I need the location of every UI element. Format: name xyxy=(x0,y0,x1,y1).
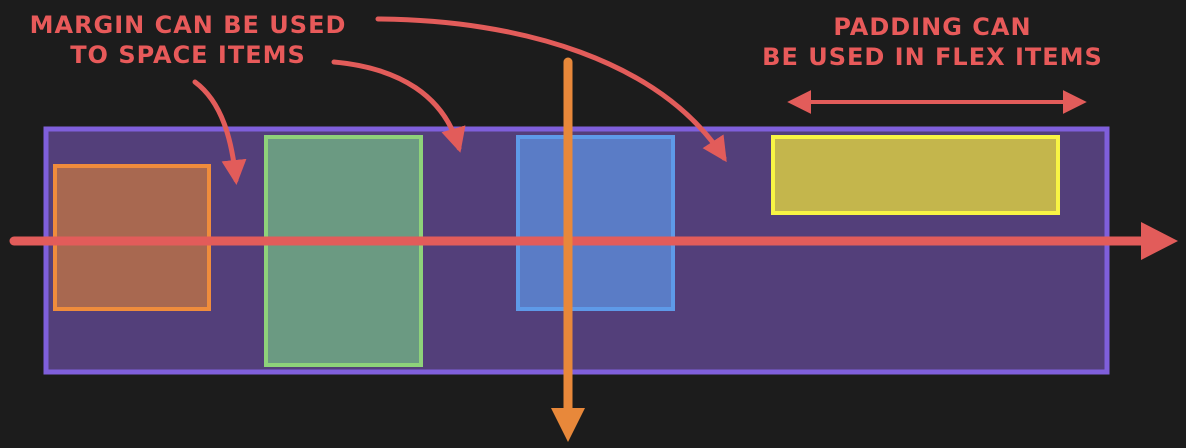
margin-annotation: MARGIN CAN BE USED TO SPACE ITEMS xyxy=(28,10,348,70)
main-axis-arrowhead xyxy=(1141,222,1178,260)
margin-annotation-line-1: MARGIN CAN BE USED xyxy=(29,11,347,39)
cross-axis-arrowhead xyxy=(551,408,585,442)
margin-annotation-line-2: TO SPACE ITEMS xyxy=(70,41,306,69)
padding-annotation-line-1: PADDING CAN xyxy=(833,13,1032,41)
yellow-item xyxy=(771,135,1060,215)
green-item xyxy=(264,135,423,367)
padding-annotation-line-2: BE USED IN FLEX ITEMS xyxy=(762,43,1103,71)
margin-pointer-arrow-2 xyxy=(331,59,466,153)
margin-pointer-arrow-3 xyxy=(375,16,727,163)
padding-annotation: PADDING CAN BE USED IN FLEX ITEMS xyxy=(760,12,1105,72)
blue-item xyxy=(516,135,675,311)
margin-pointer-arrow-1 xyxy=(192,79,247,185)
